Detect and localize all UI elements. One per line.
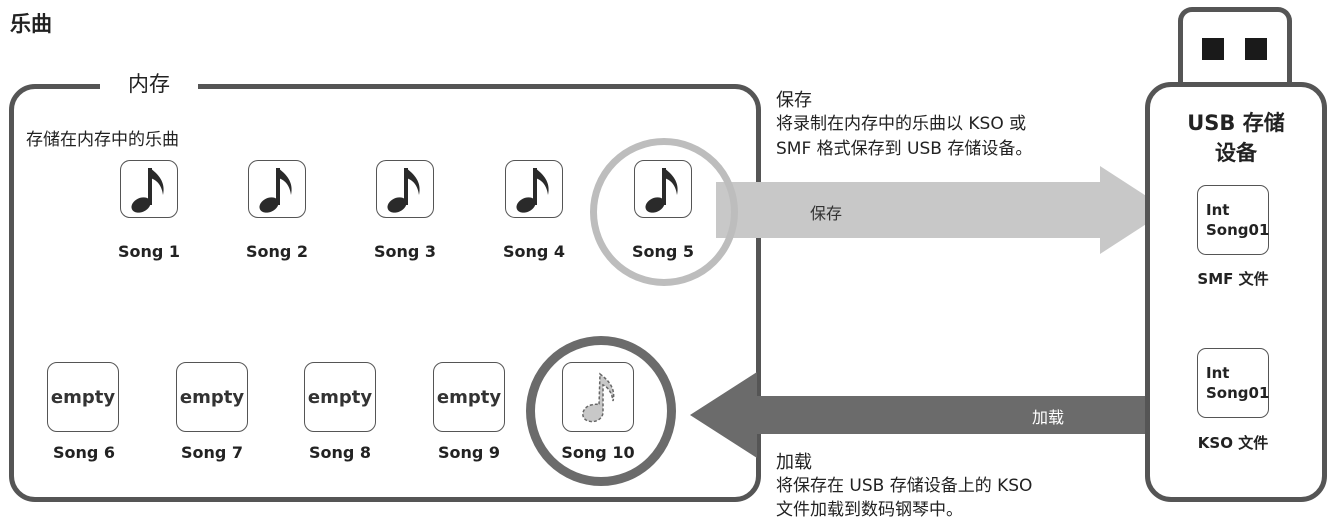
- music-note-icon: [516, 168, 549, 213]
- music-note-icon: [131, 168, 164, 213]
- music-note-icon: [259, 168, 292, 213]
- song-1-label: Song 1: [117, 242, 181, 261]
- save-highlight-ring: [590, 138, 738, 286]
- song-2-label: Song 2: [245, 242, 309, 261]
- song-5-label: Song 5: [631, 242, 695, 261]
- kso-file-label: KSO 文件: [1197, 434, 1269, 452]
- music-note-icon: [387, 168, 420, 213]
- usb-title: USB 存储 设备: [1150, 108, 1322, 168]
- song-3-tile[interactable]: [376, 160, 434, 218]
- save-desc-title: 保存: [776, 90, 812, 111]
- song-10-tile[interactable]: [562, 362, 634, 432]
- usb-title-line2: 设备: [1215, 141, 1257, 165]
- load-arrow: [690, 372, 1146, 458]
- load-desc-line1: 将保存在 USB 存储设备上的 KSO: [776, 476, 1033, 496]
- save-desc-line1: 将录制在内存中的乐曲以 KSO 或: [776, 114, 1027, 134]
- song-10-label: Song 10: [561, 443, 635, 462]
- kso-file-line1: Int: [1206, 364, 1230, 382]
- kso-file-icon[interactable]: Int Song01: [1197, 348, 1269, 418]
- smf-file-line2: Song01: [1206, 221, 1270, 239]
- load-highlight-ring: [526, 336, 676, 486]
- song-2-tile[interactable]: [248, 160, 306, 218]
- smf-file-icon[interactable]: Int Song01: [1197, 185, 1269, 255]
- song-4-label: Song 4: [502, 242, 566, 261]
- memory-subtitle: 存储在内存中的乐曲: [26, 130, 179, 150]
- music-note-outline-icon: [582, 372, 615, 423]
- song-6-label: Song 6: [52, 443, 116, 462]
- save-desc-line2: SMF 格式保存到 USB 存储设备。: [776, 139, 1033, 159]
- save-arrow: [716, 166, 1168, 254]
- song-9-label: Song 9: [437, 443, 501, 462]
- song-4-tile[interactable]: [505, 160, 563, 218]
- save-arrow-label: 保存: [810, 204, 843, 223]
- song-7-tile[interactable]: empty: [176, 362, 248, 432]
- song-9-tile[interactable]: empty: [433, 362, 505, 432]
- usb-storage-device: [1145, 82, 1327, 502]
- usb-connector: [1178, 7, 1292, 87]
- song-8-label: Song 8: [308, 443, 372, 462]
- usb-contact-left: [1202, 38, 1224, 60]
- song-7-label: Song 7: [180, 443, 244, 462]
- usb-contact-right: [1245, 38, 1267, 60]
- memory-panel: [9, 84, 761, 502]
- song-6-tile[interactable]: empty: [47, 362, 119, 432]
- memory-label: 内存: [100, 68, 198, 98]
- song-3-label: Song 3: [373, 242, 437, 261]
- kso-file-line2: Song01: [1206, 384, 1270, 402]
- smf-file-line1: Int: [1206, 201, 1230, 219]
- load-desc-line2: 文件加载到数码钢琴中。: [776, 500, 963, 520]
- usb-title-line1: USB 存储: [1187, 111, 1285, 135]
- music-note-icon: [645, 168, 678, 213]
- load-desc-title: 加载: [776, 452, 812, 473]
- page-title: 乐曲: [10, 12, 52, 36]
- song-5-tile[interactable]: [634, 160, 692, 218]
- song-8-tile[interactable]: empty: [304, 362, 376, 432]
- load-arrow-label: 加载: [1032, 408, 1065, 427]
- smf-file-label: SMF 文件: [1197, 270, 1269, 288]
- song-1-tile[interactable]: [120, 160, 178, 218]
